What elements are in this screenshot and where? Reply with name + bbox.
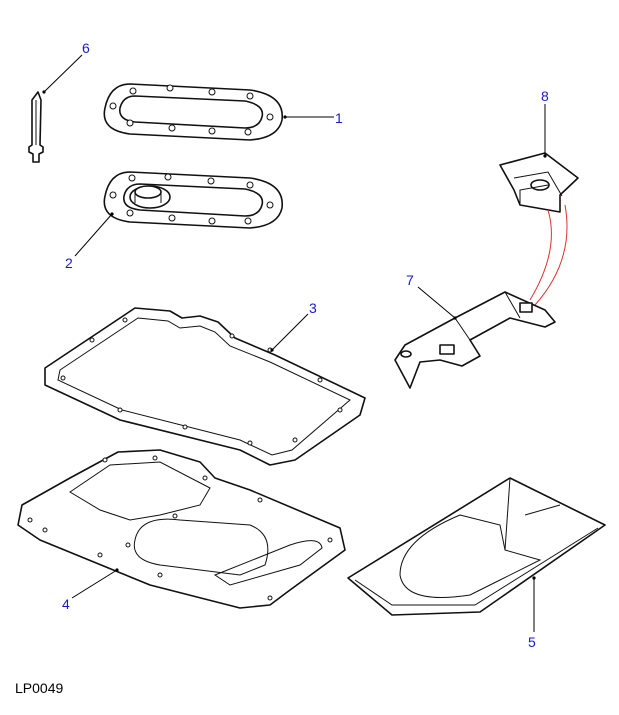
- diagram-reference-code: LP0049: [15, 680, 63, 696]
- part-5-pad[interactable]: [347, 477, 606, 616]
- gasket-holes: [109, 84, 274, 136]
- gasket-holes: [60, 317, 343, 446]
- callout-6[interactable]: 6: [82, 40, 90, 56]
- plate-holes: [109, 173, 274, 225]
- callout-1[interactable]: 1: [335, 110, 343, 126]
- callout-2[interactable]: 2: [65, 255, 73, 271]
- callout-8[interactable]: 8: [541, 88, 549, 104]
- part-7-bracket[interactable]: [394, 291, 556, 389]
- part-6-rivet[interactable]: [28, 91, 44, 163]
- part-1-gasket[interactable]: [103, 83, 283, 141]
- fitment-line: [534, 204, 568, 306]
- part-4-plate[interactable]: [17, 449, 346, 609]
- plate-holes: [27, 455, 333, 601]
- part-8-clip-nut[interactable]: [499, 152, 579, 213]
- part-3-gasket[interactable]: [44, 307, 366, 466]
- callout-4[interactable]: 4: [62, 596, 70, 612]
- callout-7[interactable]: 7: [406, 272, 414, 288]
- callout-5[interactable]: 5: [528, 634, 536, 650]
- callout-3[interactable]: 3: [309, 300, 317, 316]
- part-2-flange-plate[interactable]: [103, 171, 283, 229]
- fitment-line: [529, 209, 552, 301]
- leader-lines: [42, 54, 547, 632]
